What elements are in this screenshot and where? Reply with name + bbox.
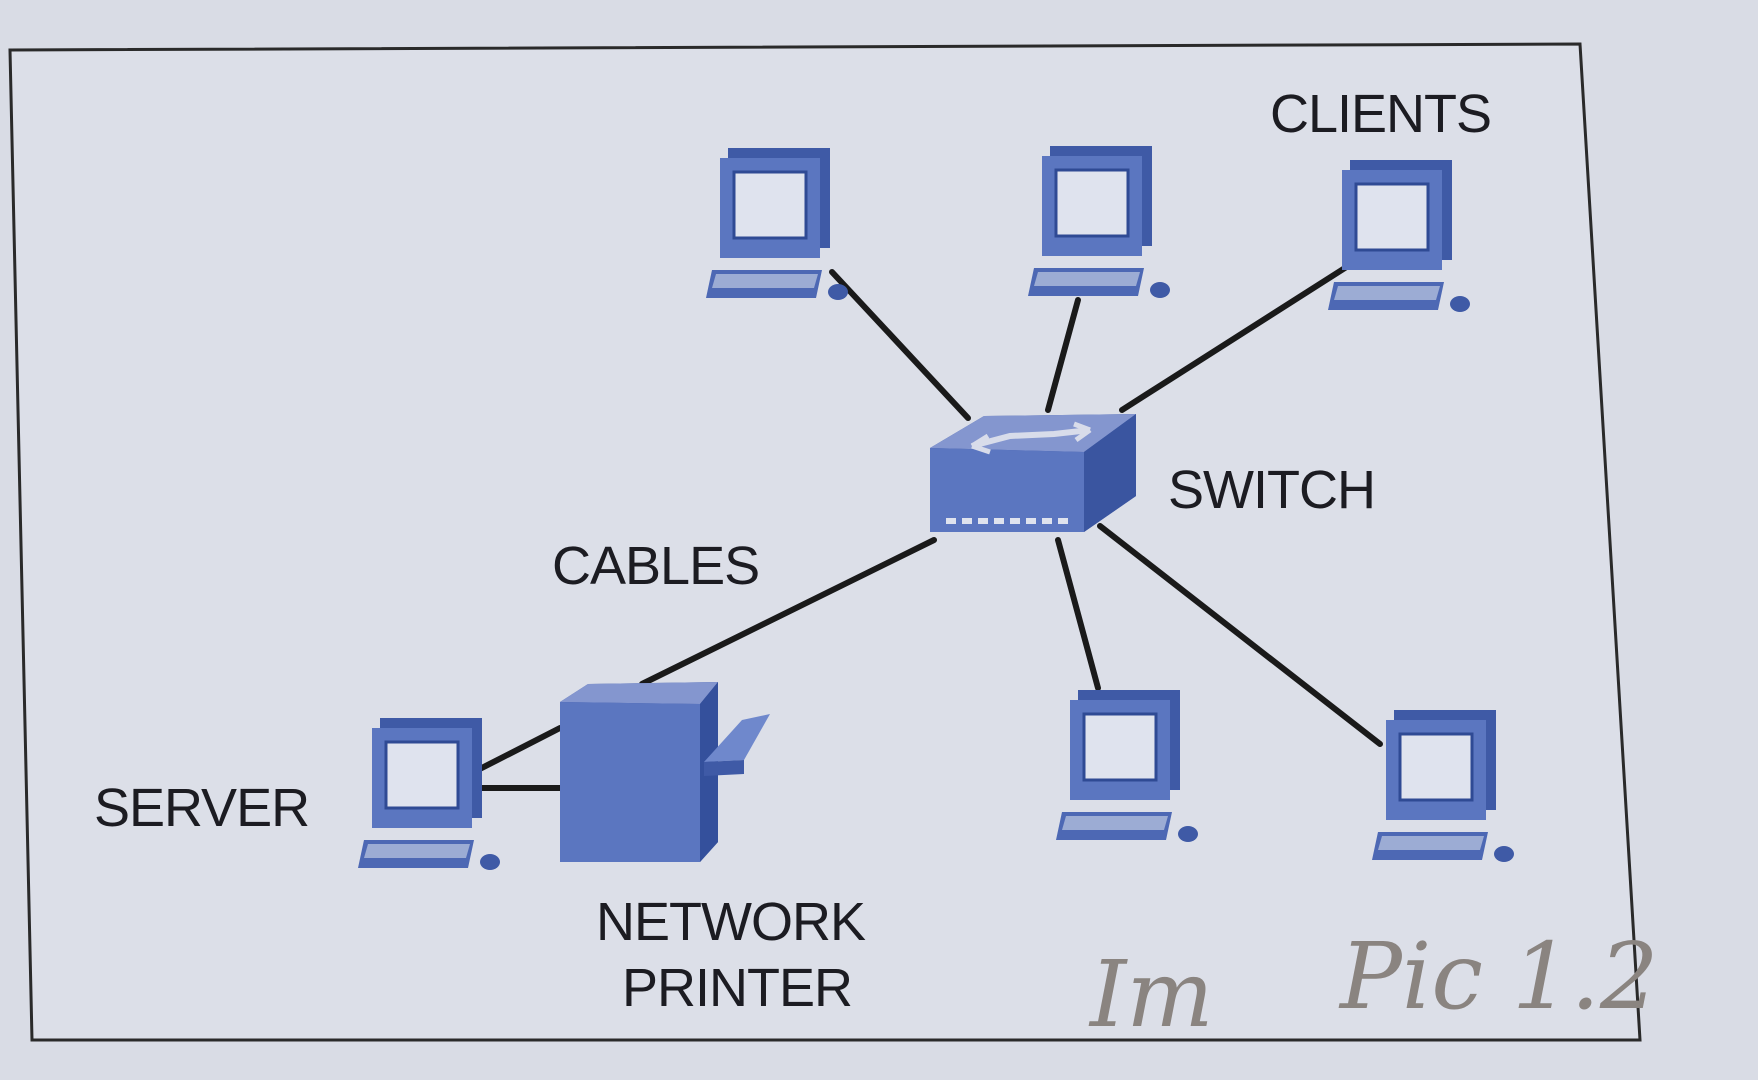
cable-client-1 [829, 269, 971, 421]
cable-client-2 [1045, 297, 1081, 413]
network-printer-label-line1: NETWORK [596, 892, 866, 952]
cables [467, 263, 1383, 791]
cables-label: CABLES [552, 536, 759, 596]
printer-icon [560, 682, 770, 862]
server-label: SERVER [94, 778, 309, 838]
cable-client-4 [1055, 537, 1101, 691]
network-printer-label-line2: PRINTER [622, 958, 852, 1018]
handwritten-note: Pic 1.2 [1338, 923, 1658, 1030]
switch-icon [930, 414, 1136, 532]
clients-label: CLIENTS [1270, 84, 1491, 144]
cable-server-printer-1 [467, 725, 563, 777]
cable-client-3 [1119, 263, 1351, 413]
handwritten-initials: Im [1088, 941, 1214, 1048]
cable-client-5 [1097, 523, 1383, 747]
switch-label: SWITCH [1168, 460, 1375, 520]
cable-printer [639, 537, 937, 687]
